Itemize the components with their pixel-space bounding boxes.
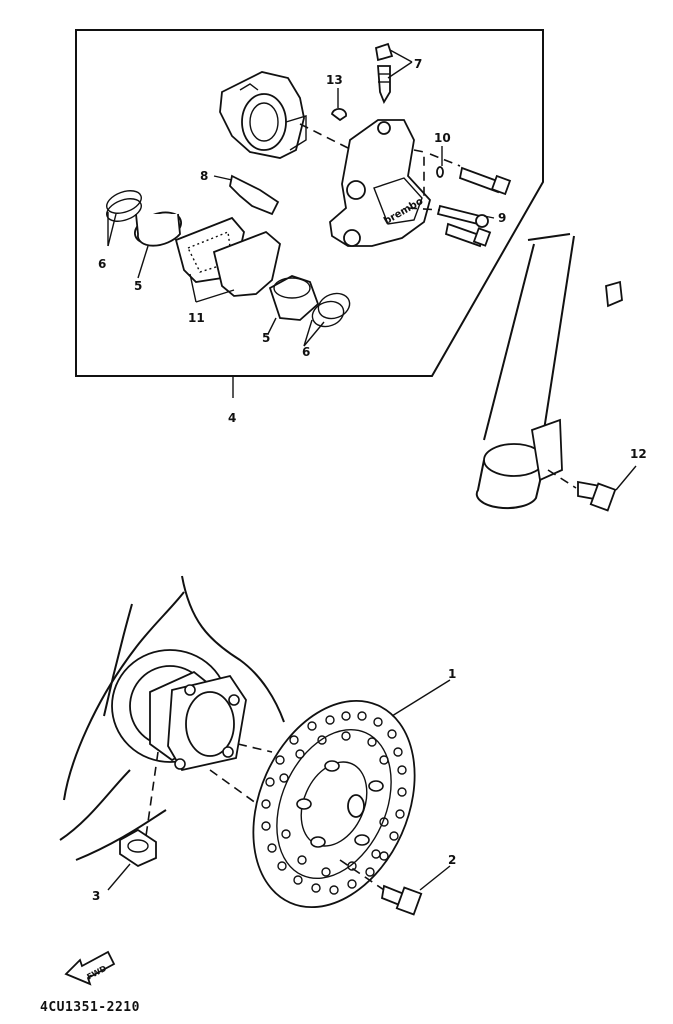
label-10: 10 — [434, 131, 451, 145]
diagram-code: 4CU1351-2210 — [40, 1000, 140, 1015]
label-11: 11 — [188, 311, 205, 325]
caliper-bolt-lower — [444, 222, 492, 248]
washer-10 — [436, 166, 444, 178]
disc-vent-holes — [261, 711, 407, 895]
axle-pinch-bolt — [577, 480, 617, 512]
label-6-upper: 6 — [98, 257, 107, 271]
label-1: 1 — [448, 667, 457, 681]
label-8: 8 — [200, 169, 209, 183]
forward-arrow-icon: FWD — [64, 950, 116, 986]
caliper-pin-bolt — [436, 204, 489, 228]
piston-upper — [134, 211, 182, 247]
clip-ring — [331, 108, 347, 122]
bleeder-screw-and-cap — [374, 42, 394, 105]
hub-nut — [119, 828, 157, 868]
label-6-lower: 6 — [302, 345, 311, 359]
label-13: 13 — [326, 73, 343, 87]
brake-pads — [174, 216, 281, 297]
label-2: 2 — [448, 853, 457, 867]
pad-spring — [229, 174, 280, 216]
label-7: 7 — [414, 57, 423, 71]
label-9: 9 — [498, 211, 507, 225]
caliper-assembly-frame — [75, 29, 544, 377]
caliper-bolt-upper — [458, 166, 512, 196]
disc-bolt — [380, 884, 423, 916]
caliper-outer-half — [219, 71, 307, 159]
caliper-main-body: brembo — [329, 119, 431, 247]
label-5-lower: 5 — [262, 331, 271, 345]
front-fork-leg — [475, 233, 623, 510]
brake-disc — [252, 699, 416, 909]
label-4: 4 — [228, 411, 237, 425]
wheel-hub — [59, 575, 285, 861]
label-5-upper: 5 — [134, 279, 143, 293]
seal-upper — [106, 190, 142, 222]
label-3: 3 — [92, 889, 101, 903]
piston-lower — [268, 275, 320, 321]
seal-lower — [311, 292, 351, 328]
label-12: 12 — [630, 447, 647, 461]
